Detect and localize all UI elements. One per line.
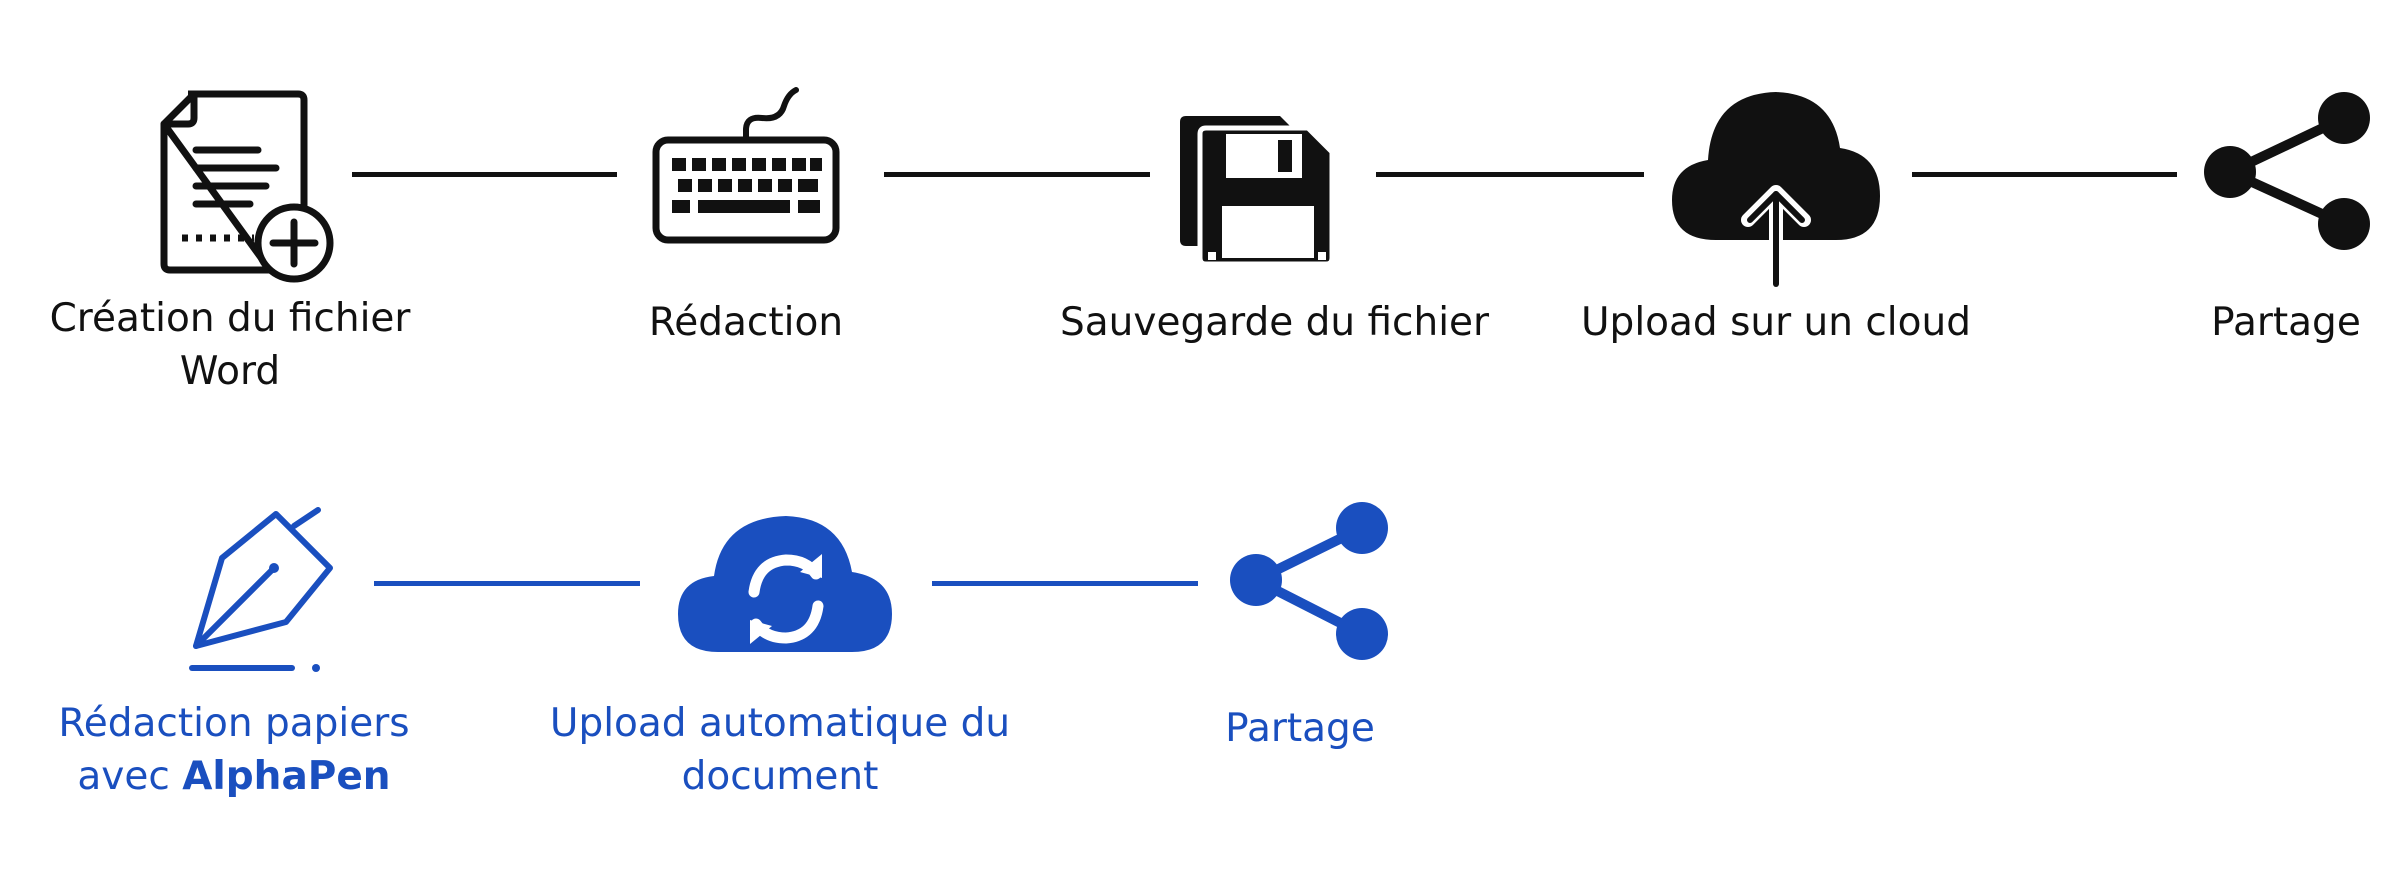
- connector-line: [932, 581, 1198, 586]
- step-label-line2: document: [681, 754, 879, 799]
- step-label: Création du fichier Word: [30, 292, 430, 398]
- floppy-disk-icon: [1180, 110, 1340, 270]
- share-icon: [1226, 500, 1396, 666]
- document-add-icon: [158, 88, 338, 284]
- cloud-upload-icon: [1666, 88, 1886, 288]
- step-label-line1: Rédaction papiers: [58, 701, 410, 746]
- connector-line: [352, 172, 617, 177]
- step-label-line2: Word: [179, 349, 281, 394]
- step-label-line1: Création du fichier: [49, 296, 411, 341]
- step-label: Rédaction: [648, 300, 844, 345]
- step-label-line1: Upload automatique du: [549, 701, 1011, 746]
- step-label: Upload sur un cloud: [1581, 300, 1971, 345]
- cloud-sync-icon: [674, 514, 896, 654]
- step-label: Partage: [2211, 300, 2361, 345]
- pen-nib-icon: [186, 504, 336, 680]
- step-label-prefix: avec: [77, 754, 183, 799]
- step-label-line2: avec AlphaPen: [34, 750, 434, 803]
- keyboard-icon: [650, 86, 842, 246]
- connector-line: [884, 172, 1150, 177]
- step-label: Rédaction papiers avec AlphaPen: [34, 697, 434, 803]
- step-label: Partage: [1225, 706, 1375, 751]
- step-label: Upload automatique du document: [540, 697, 1020, 803]
- connector-line: [1912, 172, 2177, 177]
- brand-name: AlphaPen: [182, 754, 391, 799]
- connector-line: [1376, 172, 1644, 177]
- connector-line: [374, 581, 640, 586]
- step-label: Sauvegarde du fichier: [1060, 300, 1490, 345]
- share-icon: [2200, 90, 2380, 260]
